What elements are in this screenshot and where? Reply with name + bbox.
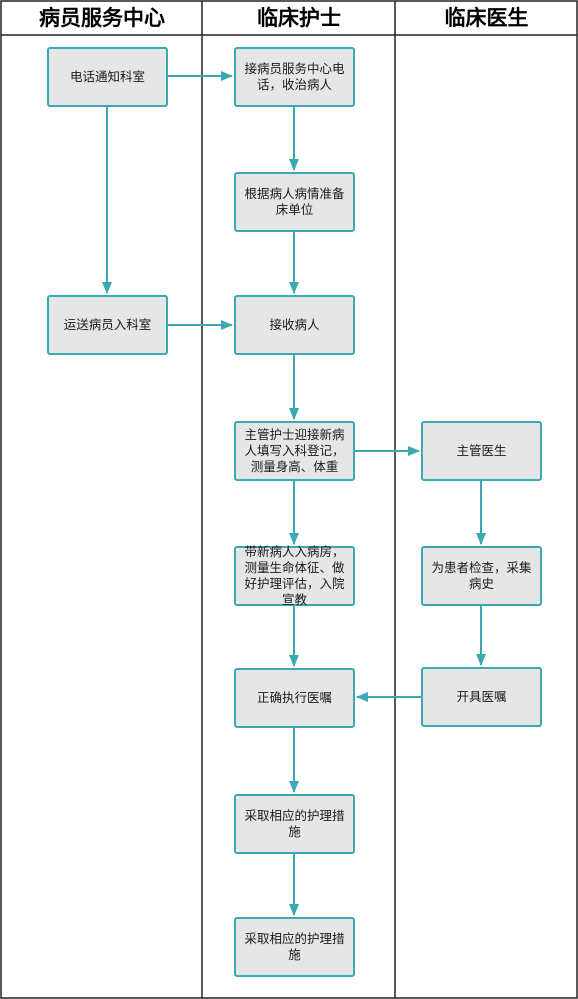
node-transport-patient[interactable]: 运送病员入科室 [47, 295, 168, 355]
lane-title-clinical-nurse: 临床护士 [257, 6, 341, 30]
node-label: 正确执行医嘱 [256, 690, 332, 705]
node-label: 采取相应的护理措施 [244, 931, 345, 962]
node-label: 开具医嘱 [456, 689, 507, 704]
node-ward-assessment[interactable]: 带新病人入病房，测量生命体征、做好护理评估，入院宣教 [234, 544, 355, 607]
node-prepare-bed[interactable]: 根据病人病情准备床单位 [234, 172, 355, 232]
node-label: 为患者检查，采集病史 [431, 560, 532, 591]
node-nursing-measures-2[interactable]: 采取相应的护理措施 [234, 917, 355, 977]
node-receive-patient[interactable]: 接收病人 [234, 295, 355, 355]
node-label: 带新病人入病房，测量生命体征、做好护理评估，入院宣教 [244, 544, 345, 607]
node-label: 主管医生 [456, 443, 507, 458]
lane-title-clinical-doctor: 临床医生 [444, 6, 529, 30]
node-label: 运送病员入科室 [63, 317, 152, 332]
node-issue-orders[interactable]: 开具医嘱 [421, 667, 542, 727]
node-label: 接收病人 [269, 317, 320, 332]
node-label: 根据病人病情准备床单位 [244, 186, 345, 217]
lane-title-service-center: 病员服务中心 [39, 6, 165, 30]
node-label: 接病员服务中心电话，收治病人 [244, 61, 345, 92]
node-attending-doctor[interactable]: 主管医生 [421, 421, 542, 481]
node-label: 电话通知科室 [69, 69, 145, 84]
node-execute-orders[interactable]: 正确执行医嘱 [234, 668, 355, 728]
node-examine-history[interactable]: 为患者检查，采集病史 [421, 546, 542, 606]
node-notify-department[interactable]: 电话通知科室 [47, 47, 168, 107]
node-label: 采取相应的护理措施 [244, 808, 345, 839]
node-receive-call-admit[interactable]: 接病员服务中心电话，收治病人 [234, 47, 355, 107]
node-label: 主管护士迎接新病人填写入科登记，测量身高、体重 [244, 427, 345, 474]
node-nursing-measures-1[interactable]: 采取相应的护理措施 [234, 794, 355, 854]
node-nurse-intake[interactable]: 主管护士迎接新病人填写入科登记，测量身高、体重 [234, 421, 355, 481]
